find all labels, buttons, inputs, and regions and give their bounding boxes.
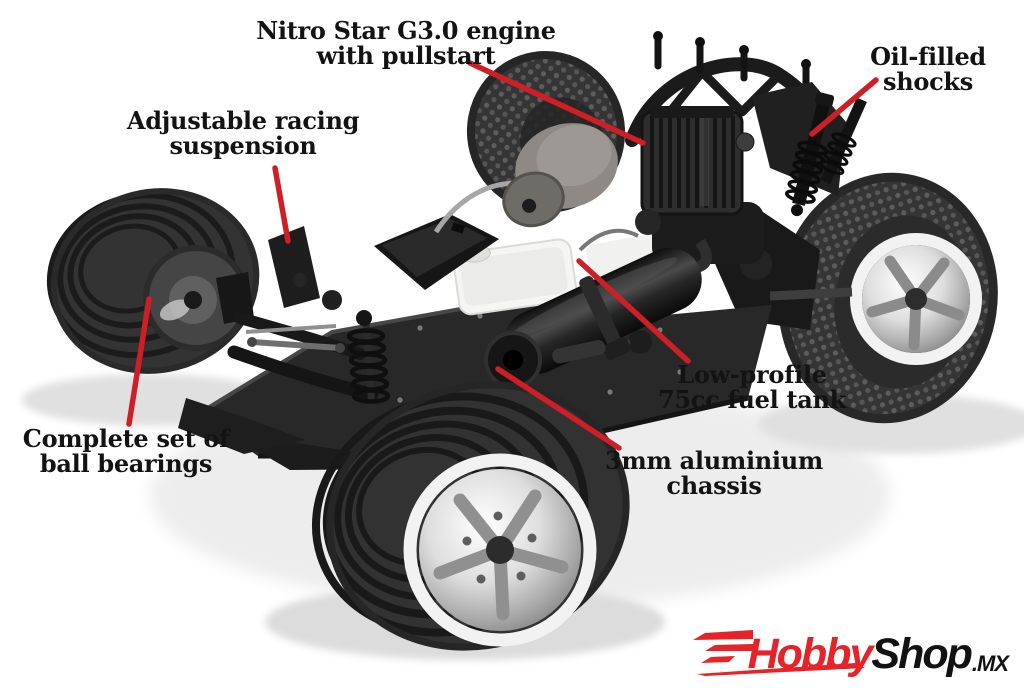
callout-suspension-line1: Adjustable racing [126, 106, 360, 135]
callout-engine-line2: with pullstart [316, 41, 496, 71]
right-rear-tire [778, 172, 998, 424]
callout-suspension: Adjustable racing suspension [126, 106, 360, 161]
callout-shocks: Oil-filled shocks [870, 42, 986, 97]
front-left-tire [46, 188, 260, 374]
callout-fuel-tank: Low-profile 75cc fuel tank [657, 360, 847, 415]
callout-suspension-line2: suspension [169, 131, 317, 161]
logo-underline-swoosh [696, 663, 865, 676]
callout-chassis-line2: chassis [666, 471, 762, 501]
front-right-tire [311, 381, 630, 651]
logo-wing-icon [692, 630, 753, 663]
front-suspension [178, 226, 391, 454]
callout-shocks-line2: shocks [883, 67, 973, 97]
engine [635, 106, 764, 274]
radio-box [374, 214, 499, 290]
callout-shocks-line1: Oil-filled [870, 42, 986, 71]
front-left-wheel-hub [143, 245, 249, 351]
brand-logo: Hobby Shop .MX [691, 622, 1009, 678]
logo-tld: .MX [971, 651, 1009, 676]
callout-engine: Nitro Star G3.0 engine with pullstart [256, 16, 556, 71]
callout-bearings: Complete set of ball bearings [22, 424, 230, 479]
callout-chassis: 3mm aluminium chassis [605, 446, 823, 501]
logo-word-hobby: Hobby [747, 630, 874, 678]
callout-chassis-line1: 3mm aluminium [605, 446, 823, 475]
logo-word-shop: Shop [871, 630, 972, 678]
callout-bearings-line1: Complete set of [22, 424, 230, 453]
callout-fuel-tank-line2: 75cc fuel tank [657, 385, 847, 415]
right-rear-chrome-rim [850, 233, 982, 365]
front-right-chrome-rim [403, 453, 597, 647]
callout-fuel-tank-line1: Low-profile [677, 360, 827, 389]
callout-bearings-line2: ball bearings [39, 449, 213, 479]
callout-engine-line1: Nitro Star G3.0 engine [256, 16, 556, 45]
